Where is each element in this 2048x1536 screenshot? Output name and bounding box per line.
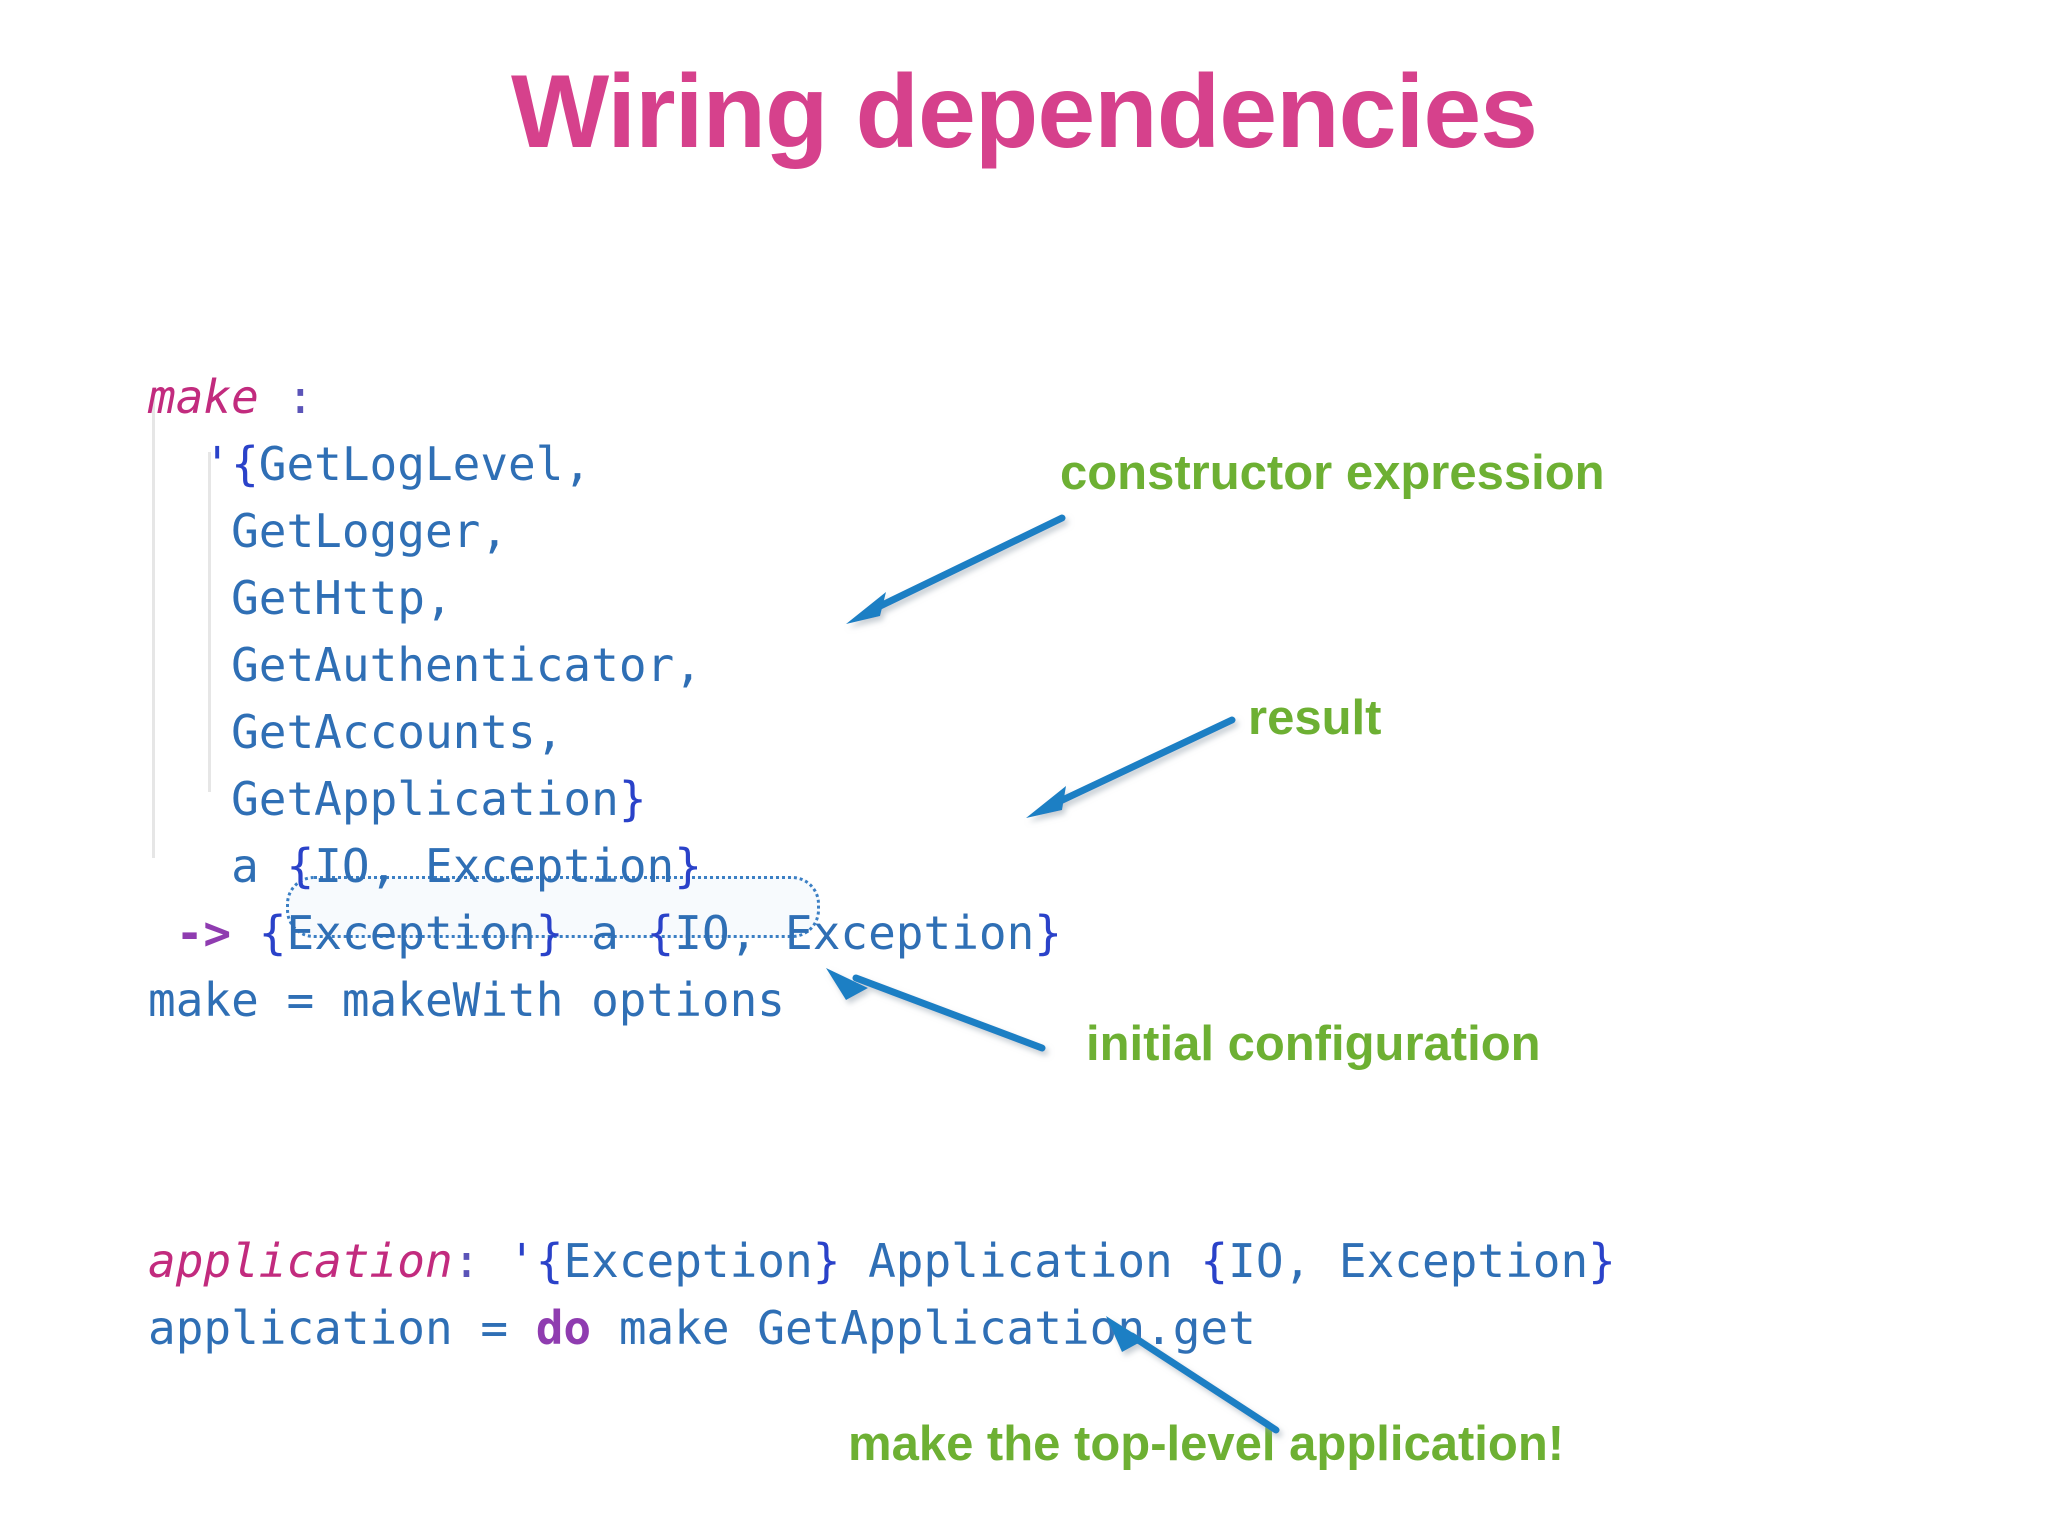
annotation-label-result: result (1248, 691, 1382, 745)
code-token-brace: } (535, 906, 564, 960)
code-token-type: Exception (286, 906, 536, 960)
code-token-plain (231, 906, 259, 960)
code-token-plain (480, 1234, 508, 1288)
code-token-type: GetLogger (231, 504, 481, 558)
code-token-punct: : (452, 1234, 481, 1288)
code-token-brace: { (258, 906, 287, 960)
code-token-plain: a (231, 839, 287, 893)
code-token-plain: , (424, 571, 453, 625)
code-line-dep-getaccounts: GetAccounts, (148, 699, 1062, 766)
code-token-type: Exception (563, 1234, 813, 1288)
code-token-type: GetLogLevel (258, 437, 564, 491)
code-token-type: IO, Exception (314, 839, 675, 893)
code-token-brace: } (812, 1234, 841, 1288)
code-indent-guide-level1 (152, 388, 155, 858)
code-token-plain (148, 906, 176, 960)
code-token-plain: , (674, 638, 702, 692)
code-token-plain (148, 839, 231, 893)
code-token-plain (148, 705, 231, 759)
annotation-label-constructor-expression: constructor expression (1060, 446, 1605, 500)
code-token-brace: } (1034, 906, 1062, 960)
code-block-application: application: '{Exception} Application {I… (148, 1228, 1616, 1362)
code-token-type: IO, Exception (674, 906, 1035, 960)
code-line-dep-gethttp: GetHttp, (148, 565, 1062, 632)
code-line-application-signature: application: '{Exception} Application {I… (148, 1228, 1616, 1295)
code-token-type: GetAuthenticator (231, 638, 675, 692)
code-token-arrow: -> (175, 906, 232, 960)
code-token-plain (148, 772, 231, 826)
annotation-label-make-top-level-application: make the top-level application! (848, 1417, 1565, 1471)
code-token-plain (148, 571, 231, 625)
code-token-brace: '{ (203, 437, 259, 491)
code-line-dep-getauthenticator: GetAuthenticator, (148, 632, 1062, 699)
code-token-brace: '{ (508, 1234, 564, 1288)
code-token-identifier-italic: make (148, 370, 259, 424)
code-line-deps-open: '{GetLogLevel, (148, 431, 1062, 498)
code-token-brace: } (1588, 1234, 1616, 1288)
code-token-type: GetApplication (231, 772, 619, 826)
code-token-keyword: do (535, 1301, 592, 1355)
code-line-definition-line: make = makeWith options (148, 967, 1062, 1034)
code-token-plain (259, 370, 287, 424)
code-token-brace: { (646, 906, 675, 960)
code-token-type: IO, Exception (1228, 1234, 1589, 1288)
code-token-plain: make = makeWith options (148, 973, 785, 1027)
code-token-plain: , (480, 504, 509, 558)
code-token-type: GetHttp (231, 571, 425, 625)
code-token-brace: } (674, 839, 702, 893)
code-block-make-signature: make : '{GetLogLevel, GetLogger, GetHttp… (148, 364, 1062, 1034)
page-title: Wiring dependencies (510, 54, 1538, 170)
code-indent-guide-level2 (208, 452, 211, 792)
code-token-punct: : (286, 370, 315, 424)
code-line-result-line: -> {Exception} a {IO, Exception} (148, 900, 1062, 967)
code-token-plain (148, 638, 231, 692)
code-line-dep-getapplication: GetApplication} (148, 766, 1062, 833)
code-token-plain: Application (840, 1234, 1201, 1288)
code-token-brace: { (1200, 1234, 1229, 1288)
result-type-highlight-box (286, 876, 820, 938)
code-token-type: GetAccounts (231, 705, 536, 759)
code-token-brace: { (286, 839, 315, 893)
code-line-application-definition: application = do make GetApplication.get (148, 1295, 1616, 1362)
code-token-plain: a (563, 906, 647, 960)
code-token-plain (148, 504, 231, 558)
code-token-plain: application = (148, 1301, 536, 1355)
code-token-plain: , (535, 705, 564, 759)
code-line-constructor-expression-tail: a {IO, Exception} (148, 833, 1062, 900)
code-token-plain: , (563, 437, 592, 491)
code-token-identifier-italic: application (148, 1234, 453, 1288)
code-token-plain (148, 437, 203, 491)
code-token-brace: } (618, 772, 647, 826)
code-token-plain: make GetApplication.get (591, 1301, 1256, 1355)
code-line-signature-head: make : (148, 364, 1062, 431)
annotation-label-initial-configuration: initial configuration (1086, 1017, 1541, 1071)
code-line-dep-getlogger: GetLogger, (148, 498, 1062, 565)
